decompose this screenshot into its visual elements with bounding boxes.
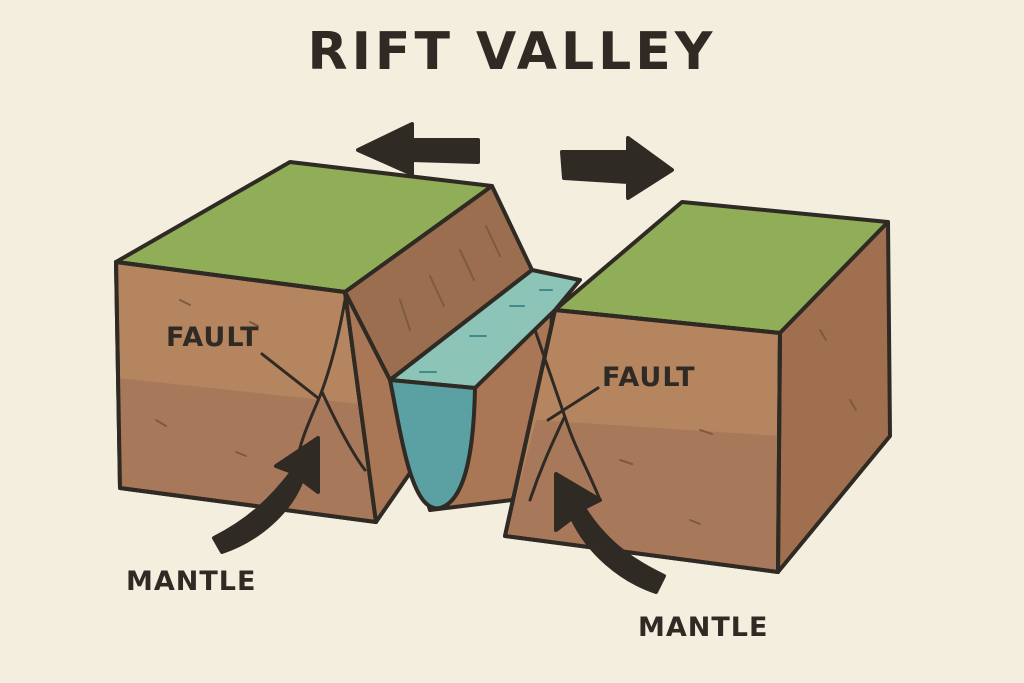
left-fault-line <box>293 298 347 472</box>
water-ripples <box>419 289 553 373</box>
rift-lake-water <box>388 378 477 511</box>
diagram-title: RIFT VALLEY <box>307 22 717 82</box>
soil-texture <box>155 225 857 525</box>
left-arrow-icon <box>356 122 480 176</box>
fault-left-leader <box>260 352 320 400</box>
mantle-left-arrow-icon <box>212 436 320 554</box>
fault-right-leader <box>546 386 600 422</box>
mantle-right-arrow-icon <box>554 472 666 594</box>
mantle-right-label: MANTLE <box>638 612 769 643</box>
right-fault-line <box>533 328 602 502</box>
left-fault-line-branch <box>320 390 367 472</box>
fault-left-label: FAULT <box>166 322 260 353</box>
fault-right-label: FAULT <box>602 362 696 393</box>
mantle-left-label: MANTLE <box>126 566 257 597</box>
right-block-deep-soil <box>507 420 780 570</box>
right-block-front-outline <box>503 308 782 574</box>
right-arrow-icon <box>560 136 674 200</box>
right-fault-line-branch <box>528 416 566 502</box>
